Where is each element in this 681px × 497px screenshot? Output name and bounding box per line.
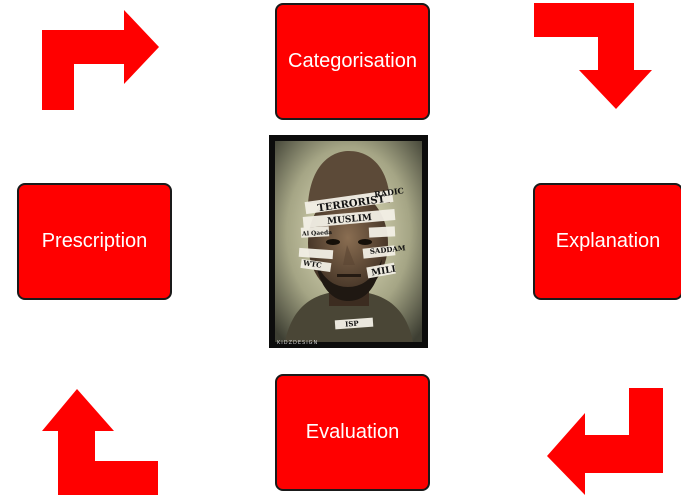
headwrap-word: ISP xyxy=(345,319,360,329)
arrow-right-down-icon xyxy=(534,3,652,109)
node-evaluation: Evaluation xyxy=(275,374,430,491)
center-photo: TERRORIST RADIC MUSLIM SADDAM Al Qaeda W… xyxy=(269,135,428,348)
arrow-down-left-icon xyxy=(547,388,663,495)
arrow-up-right-icon xyxy=(42,10,159,110)
headwrap-word: WTC xyxy=(302,258,323,270)
node-categorisation: Categorisation xyxy=(275,3,430,120)
headwrap-word: MUSLIM xyxy=(327,213,373,227)
node-label: Explanation xyxy=(555,230,661,252)
node-explanation: Explanation xyxy=(533,183,681,300)
node-label: Evaluation xyxy=(305,421,400,443)
portrait-illustration: TERRORIST RADIC MUSLIM SADDAM Al Qaeda W… xyxy=(275,141,422,342)
node-prescription: Prescription xyxy=(17,183,172,300)
headwrap-word: SADDAM xyxy=(369,243,406,256)
headwrap-word: MILI xyxy=(371,264,397,278)
photo-caption: KIDZDESIGN xyxy=(277,340,319,346)
headwrap-word: Al Qaeda xyxy=(301,229,332,238)
node-label: Categorisation xyxy=(288,50,417,72)
arrow-left-up-icon xyxy=(42,389,158,495)
headwrap-word: RADIC xyxy=(373,185,404,199)
portrait-image: TERRORIST RADIC MUSLIM SADDAM Al Qaeda W… xyxy=(275,141,422,342)
node-label: Prescription xyxy=(41,230,148,252)
